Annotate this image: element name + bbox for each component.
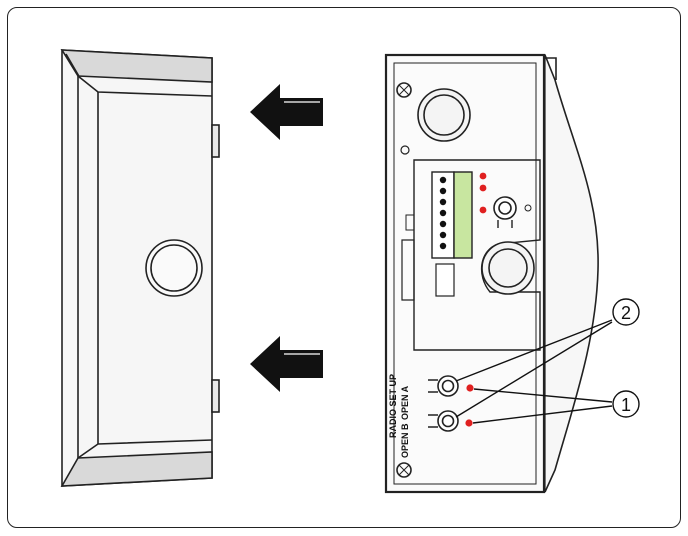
callout-buttons [455,298,640,418]
open-a-led [466,384,474,392]
arrow-left-icon [250,84,323,140]
callout-leds-number: 1 [621,395,631,415]
open-b-button [428,410,459,432]
open-b-label: OPEN B [400,423,410,458]
open-b-led [465,419,473,427]
arrow-highlight [284,101,320,355]
callout-leds [472,388,640,424]
radio-setup-label: RADIO SET UP [388,374,398,438]
status-led-group [479,172,487,214]
device-body [384,53,599,494]
callout-buttons-number: 2 [621,303,631,323]
front-cover [60,49,220,487]
open-a-label: OPEN A [400,385,410,420]
open-a-button [428,375,459,397]
arrow-left-icon [250,336,323,392]
